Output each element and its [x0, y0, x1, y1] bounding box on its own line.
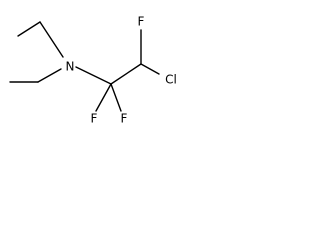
- bond-ethyl-upper-ch3: [17, 21, 41, 37]
- atom-label-chlorine: Cl: [165, 73, 177, 87]
- atom-label-fluorine-bottom-right: F: [121, 112, 128, 126]
- bond-cf2-chfcl: [110, 63, 142, 85]
- atom-label-nitrogen: N: [66, 60, 75, 74]
- molecule-svg: N F Cl F F: [9, 15, 177, 126]
- atom-label-fluorine-top: F: [138, 15, 145, 29]
- bond-ethyl-upper-ch2-n: [39, 21, 64, 58]
- bond-cf2-f-right: [110, 83, 122, 112]
- atom-label-fluorine-bottom-left: F: [91, 112, 98, 126]
- bond-cf2-f-left: [95, 83, 112, 112]
- structure-diagram: N F Cl F F: [0, 0, 188, 128]
- bond-n-cf2: [75, 66, 112, 85]
- bond-ethyl-lower-ch2-n: [37, 68, 62, 83]
- bond-chfcl-cl: [140, 63, 160, 75]
